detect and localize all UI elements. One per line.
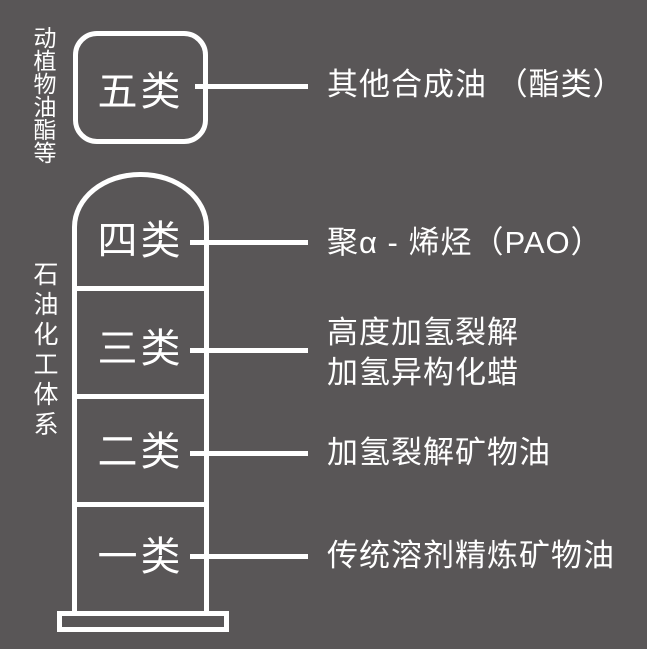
tower-base xyxy=(57,611,229,632)
annotation-category-4: 聚α - 烯烃（PAO） xyxy=(327,225,603,260)
annotation-category-5: 其他合成油 （酯类） xyxy=(327,67,625,102)
connector-line-category-1 xyxy=(190,554,308,559)
side-label-petrochemical-system: 石油化工体系 xyxy=(30,261,58,441)
distillation-tower-outline xyxy=(72,172,209,611)
category-1-label: 一类 xyxy=(97,535,184,579)
connector-line-category-2 xyxy=(190,451,308,456)
tower-divider-1 xyxy=(72,286,209,291)
connector-line-category-4 xyxy=(190,240,308,245)
connector-line-category-3 xyxy=(190,348,308,353)
annotation-category-1: 传统溶剂精炼矿物油 xyxy=(327,538,615,573)
category-5-label: 五类 xyxy=(97,69,184,114)
annotation-category-3: 高度加氢裂解 加氢异构化蜡 xyxy=(327,313,519,393)
category-5-box: 五类 xyxy=(73,31,208,144)
annotation-category-3-line-2: 加氢异构化蜡 xyxy=(327,355,519,390)
annotation-category-2: 加氢裂解矿物油 xyxy=(327,435,551,470)
tower-divider-3 xyxy=(72,502,209,507)
category-3-label: 三类 xyxy=(97,327,184,371)
category-2-label: 二类 xyxy=(97,430,184,474)
annotation-category-3-line-1: 高度加氢裂解 xyxy=(327,315,519,350)
category-4-label: 四类 xyxy=(97,219,184,263)
tower-divider-2 xyxy=(72,394,209,399)
side-label-animal-vegetable-oils: 动植物油酯等 xyxy=(30,26,56,164)
connector-line-category-5 xyxy=(195,84,308,89)
